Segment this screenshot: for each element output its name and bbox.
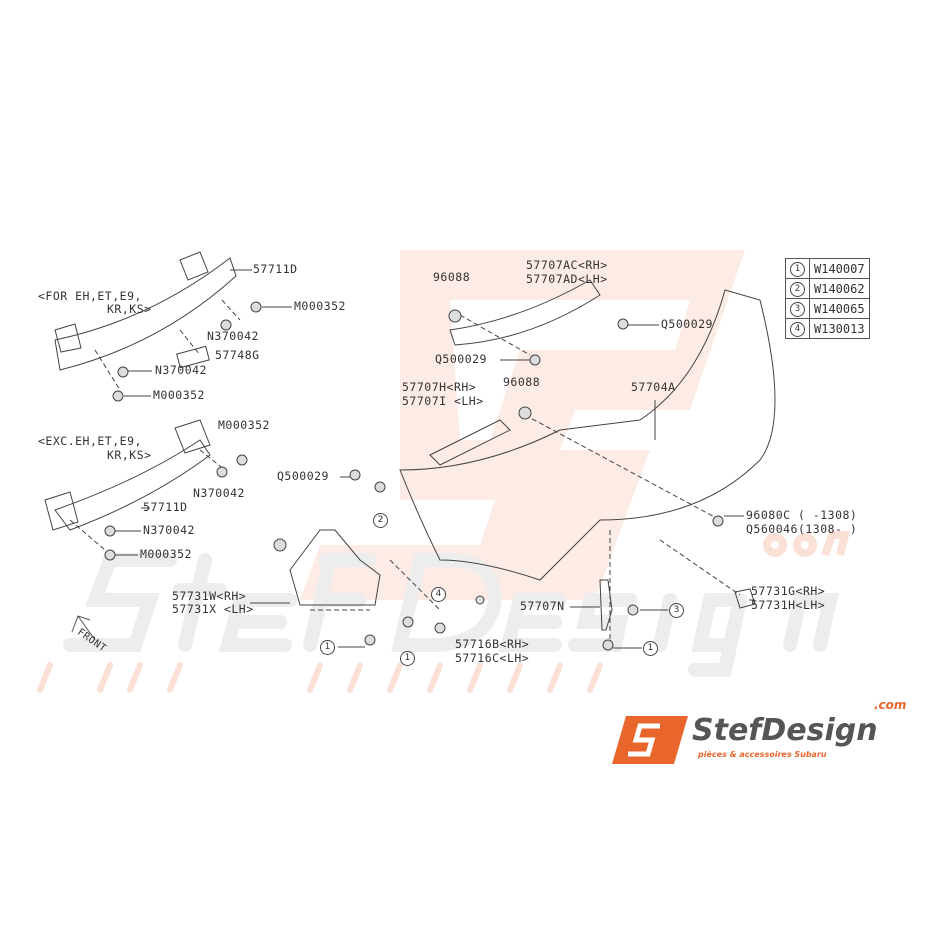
leader-lines [115, 269, 755, 649]
label-condition-lower-2: KR,KS> [107, 448, 152, 462]
label-57731w: 57731W<RH> [172, 589, 247, 603]
upper-reinforcement-beam [54, 251, 237, 371]
label-57716b: 57716B<RH> [455, 637, 530, 651]
label-m000352-lower-r: M000352 [218, 418, 270, 432]
logo-domain: .com [874, 698, 907, 712]
label-96080c: 96080C ( -1308) [746, 508, 858, 522]
sd-logo-mark-icon [612, 716, 688, 764]
lower-reinforcement-beam [44, 419, 211, 531]
label-57711d-upper: 57711D [253, 262, 298, 276]
label-condition-upper-2: KR,KS> [107, 302, 152, 316]
label-57704a: 57704A [631, 380, 676, 394]
callout-4: 4 [431, 587, 446, 602]
legend-num: 4 [790, 322, 805, 337]
label-n370042-lower-r: N370042 [193, 486, 245, 500]
label-57748g: 57748G [215, 348, 260, 362]
legend-row: 2 W140062 [785, 278, 870, 299]
side-guards [289, 529, 756, 631]
label-m000352-upper-r: M000352 [294, 299, 346, 313]
assembly-lines [69, 299, 741, 640]
label-condition-lower-1: <EXC.EH,ET,E9, [38, 434, 142, 448]
legend-code: W130013 [809, 318, 870, 339]
label-96088-top: 96088 [433, 270, 471, 284]
label-q500029-left: Q500029 [277, 469, 329, 483]
rear-bumper-cover [399, 279, 776, 581]
callout-1: 1 [643, 641, 658, 656]
legend-code: W140065 [809, 298, 870, 319]
label-57707h: 57707H<RH> [402, 380, 477, 394]
logo-tagline: pièces & accessoires Subaru [698, 750, 827, 759]
legend-row: 4 W130013 [785, 318, 870, 339]
label-q500029-top-l: Q500029 [435, 352, 487, 366]
label-96088-mid: 96088 [503, 375, 541, 389]
label-57731h: 57731H<LH> [751, 598, 826, 612]
logo-brand: StefDesign [692, 713, 878, 748]
label-condition-upper-1: <FOR EH,ET,E9, [38, 289, 142, 303]
legend-num: 3 [790, 302, 805, 317]
callout-3: 3 [669, 603, 684, 618]
callout-1: 1 [320, 640, 335, 655]
callout-1: 1 [400, 651, 415, 666]
label-n370042-lower-l: N370042 [143, 523, 195, 537]
label-q560046: Q560046(1308- ) [746, 522, 858, 536]
watermark-domain-shapes [763, 531, 851, 557]
legend-row: 1 W140007 [785, 258, 870, 279]
label-57711d-lower: 57711D [143, 500, 188, 514]
stefdesign-logo: .com StefDesign pièces & accessoires Sub… [612, 698, 922, 768]
label-57731x: 57731X <LH> [172, 602, 254, 616]
label-57731g: 57731G<RH> [751, 584, 826, 598]
label-57707ad: 57707AD<LH> [526, 272, 608, 286]
label-n370042-upper-l: N370042 [155, 363, 207, 377]
legend-num: 1 [790, 262, 805, 277]
label-57716c: 57716C<LH> [455, 651, 530, 665]
fasteners [104, 301, 724, 651]
fastener-legend-table: 1 W140007 2 W140062 3 W140065 4 W130013 [785, 258, 870, 339]
legend-code: W140062 [809, 278, 870, 299]
label-q500029-top-r: Q500029 [661, 317, 713, 331]
legend-code: W140007 [809, 258, 870, 279]
legend-num: 2 [790, 282, 805, 297]
front-arrow-icon [71, 615, 96, 641]
label-57707n: 57707N [520, 599, 565, 613]
callout-2: 2 [373, 513, 388, 528]
label-57707ac: 57707AC<RH> [526, 258, 608, 272]
label-m000352-upper-l: M000352 [153, 388, 205, 402]
legend-row: 3 W140065 [785, 298, 870, 319]
label-m000352-lower-l: M000352 [140, 547, 192, 561]
label-57707i: 57707I <LH> [402, 394, 484, 408]
label-n370042-upper-r: N370042 [207, 329, 259, 343]
watermark-tagline-shapes [37, 662, 603, 693]
